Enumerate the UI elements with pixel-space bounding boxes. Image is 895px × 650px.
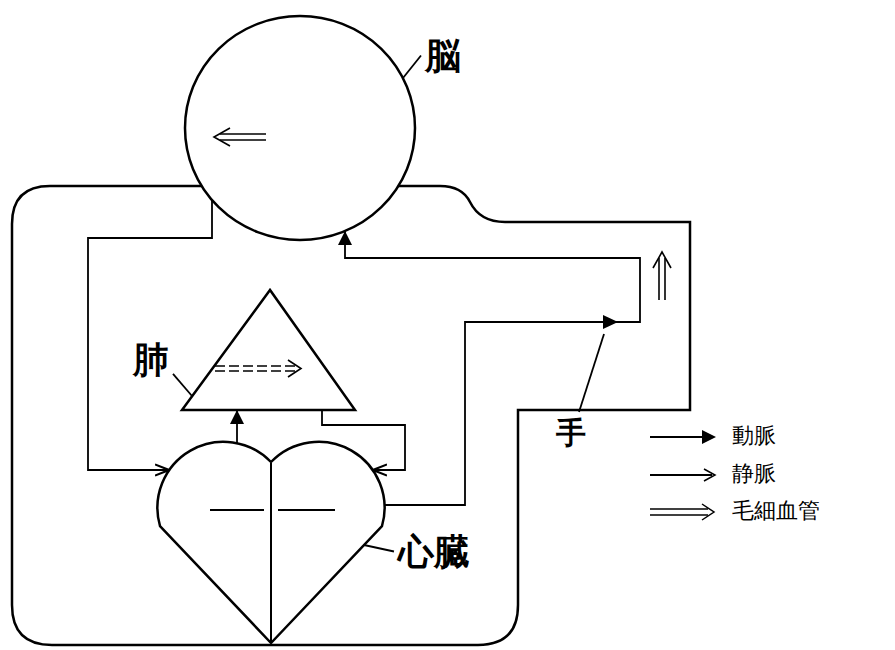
leader-line: [173, 374, 192, 396]
node-label: 心臓: [398, 531, 470, 572]
capillary-arrow: [214, 128, 266, 146]
heart-valve-line: [278, 509, 335, 511]
sample-line: [650, 514, 708, 516]
heart-chambers: [210, 463, 335, 641]
node-label-box: 肺: [133, 340, 169, 380]
vessel-connector: [88, 200, 212, 470]
legend-sample: [650, 469, 715, 481]
body-outline: [12, 186, 690, 645]
capillary-line: [220, 133, 266, 135]
legend-label: 静脈: [732, 461, 776, 486]
outline-shape: [157, 442, 384, 643]
sample-line: [650, 474, 712, 476]
legend-sample: [650, 504, 714, 520]
leader-line: [403, 56, 421, 79]
lung-triangle: 肺: [180, 288, 357, 412]
outline-shape: [185, 16, 415, 240]
sample-line: [650, 508, 708, 510]
sample-head: [702, 430, 716, 444]
node-label: 肺: [133, 339, 169, 380]
legend-label: 毛細血管: [732, 498, 820, 523]
outline-shape: [182, 290, 355, 410]
heart-septum: [270, 463, 272, 641]
node-label: 脳: [425, 35, 461, 76]
node-label-box: 心臓: [398, 532, 470, 572]
part-label-box: 手: [556, 416, 586, 449]
legend-label: 動脈: [732, 423, 776, 448]
legend-entry: 動脈: [732, 424, 776, 448]
legend-entry: 毛細血管: [732, 499, 820, 523]
node-label-box: 脳: [425, 36, 461, 76]
capillary-line: [215, 370, 296, 372]
brain-circle: 脳: [185, 16, 415, 240]
leader-line: [364, 545, 394, 552]
capillary-line: [658, 258, 660, 300]
legend-sample: [650, 430, 716, 444]
sample-head: [702, 504, 714, 520]
leader-line: [579, 334, 604, 412]
capillary-line: [215, 365, 296, 367]
vessel-connector: [322, 410, 405, 470]
heart-valve-line: [210, 509, 264, 511]
node-outline: [180, 288, 357, 412]
sample-head: [704, 469, 715, 481]
capillary-head: [653, 252, 671, 268]
node-outline: [185, 16, 415, 240]
capillary-head: [288, 360, 301, 377]
capillary-head: [214, 128, 230, 146]
capillary-line: [664, 258, 666, 300]
heart-shape: 心臓: [148, 438, 394, 646]
capillary-arrow: [215, 360, 301, 377]
vessel-connector: [345, 231, 640, 505]
part-label: 手: [556, 415, 586, 450]
vessel-connector: [236, 410, 238, 443]
capillary-arrow: [653, 252, 671, 300]
capillary-line: [220, 139, 266, 141]
node-outline: [148, 438, 394, 646]
legend-entry: 静脈: [732, 462, 776, 486]
